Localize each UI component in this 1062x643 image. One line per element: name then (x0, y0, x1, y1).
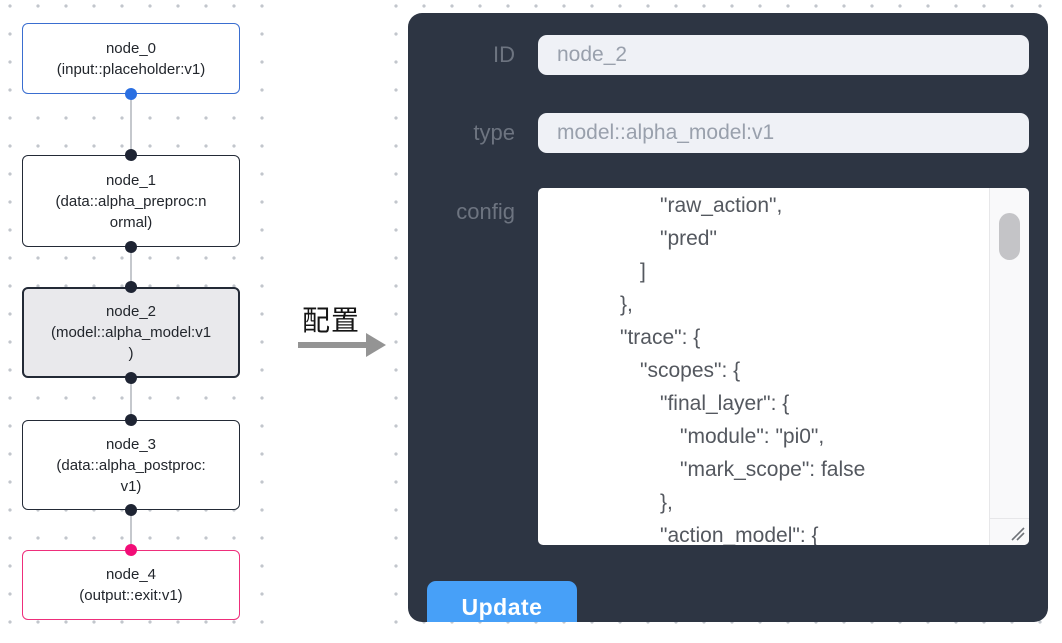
flow-node-node_4[interactable]: node_4(output::exit:v1) (22, 550, 240, 620)
port-handle[interactable] (125, 149, 137, 161)
node-subtitle: (data::alpha_preproc:n (55, 192, 207, 210)
arrow-right-icon (366, 333, 386, 357)
node-subtitle: ) (128, 345, 134, 362)
update-button[interactable]: Update (427, 581, 577, 622)
node-subtitle: (input::placeholder:v1) (56, 60, 206, 78)
node-title: node_2 (105, 303, 157, 320)
id-input[interactable] (538, 35, 1029, 75)
config-line: "action_model": { (660, 524, 819, 545)
node-title: node_1 (105, 171, 157, 189)
type-input[interactable] (538, 113, 1029, 153)
config-line: }, (660, 491, 673, 514)
port-handle[interactable] (125, 281, 137, 293)
transfer-label: 配置 (301, 305, 360, 336)
editor-scrollbar-thumb[interactable] (999, 213, 1020, 260)
config-line: "scopes": { (640, 359, 741, 382)
node-title: node_4 (105, 566, 157, 583)
port-handle[interactable] (125, 414, 137, 426)
config-line: "trace": { (620, 326, 701, 349)
port-handle[interactable] (125, 504, 137, 516)
config-line: "module": "pi0", (680, 425, 825, 448)
port-handle[interactable] (125, 241, 137, 253)
flow-node-node_2[interactable]: node_2(model::alpha_model:v1) (22, 287, 240, 378)
arrow-shaft (298, 342, 366, 348)
node-title: node_0 (105, 39, 157, 57)
node-subtitle: (output::exit:v1) (79, 587, 183, 604)
node-config-panel: ID type config "raw_action", "pred"]}, "tr… (408, 13, 1048, 622)
config-line: "raw_action", (660, 194, 783, 217)
resize-grip-icon (1011, 527, 1025, 541)
config-line: "pred" (660, 227, 717, 250)
config-line: }, (620, 293, 633, 316)
node-subtitle: (model::alpha_model:v1 (50, 324, 212, 341)
config-line: "final_layer": { (660, 392, 790, 415)
config-field-label: config (456, 199, 515, 224)
type-field-label: type (473, 120, 515, 145)
connector-line (130, 247, 132, 287)
config-editor[interactable]: "raw_action", "pred"]}, "trace": { "scopes"… (538, 188, 1029, 545)
flow-node-node_0[interactable]: node_0(input::placeholder:v1) (22, 23, 240, 94)
port-handle[interactable] (125, 372, 137, 384)
connector-line (130, 510, 132, 550)
node-title: node_3 (105, 435, 157, 453)
port-handle[interactable] (125, 88, 137, 100)
connector-line (130, 94, 132, 155)
config-json-content: "raw_action", "pred"]}, "trace": { "scopes"… (538, 188, 989, 545)
connector-line (130, 378, 132, 420)
config-line: "mark_scope": false (680, 458, 866, 481)
id-field-label: ID (493, 42, 515, 67)
editor-resize-corner[interactable] (989, 518, 1029, 545)
node-subtitle: (data::alpha_postproc: (56, 456, 206, 474)
flow-node-node_3[interactable]: node_3(data::alpha_postproc:v1) (22, 420, 240, 510)
port-handle[interactable] (125, 544, 137, 556)
editor-scrollbar[interactable] (989, 188, 1029, 518)
config-line: ] (640, 260, 646, 283)
node-subtitle: v1) (120, 477, 142, 495)
node-subtitle: ormal) (109, 213, 153, 231)
